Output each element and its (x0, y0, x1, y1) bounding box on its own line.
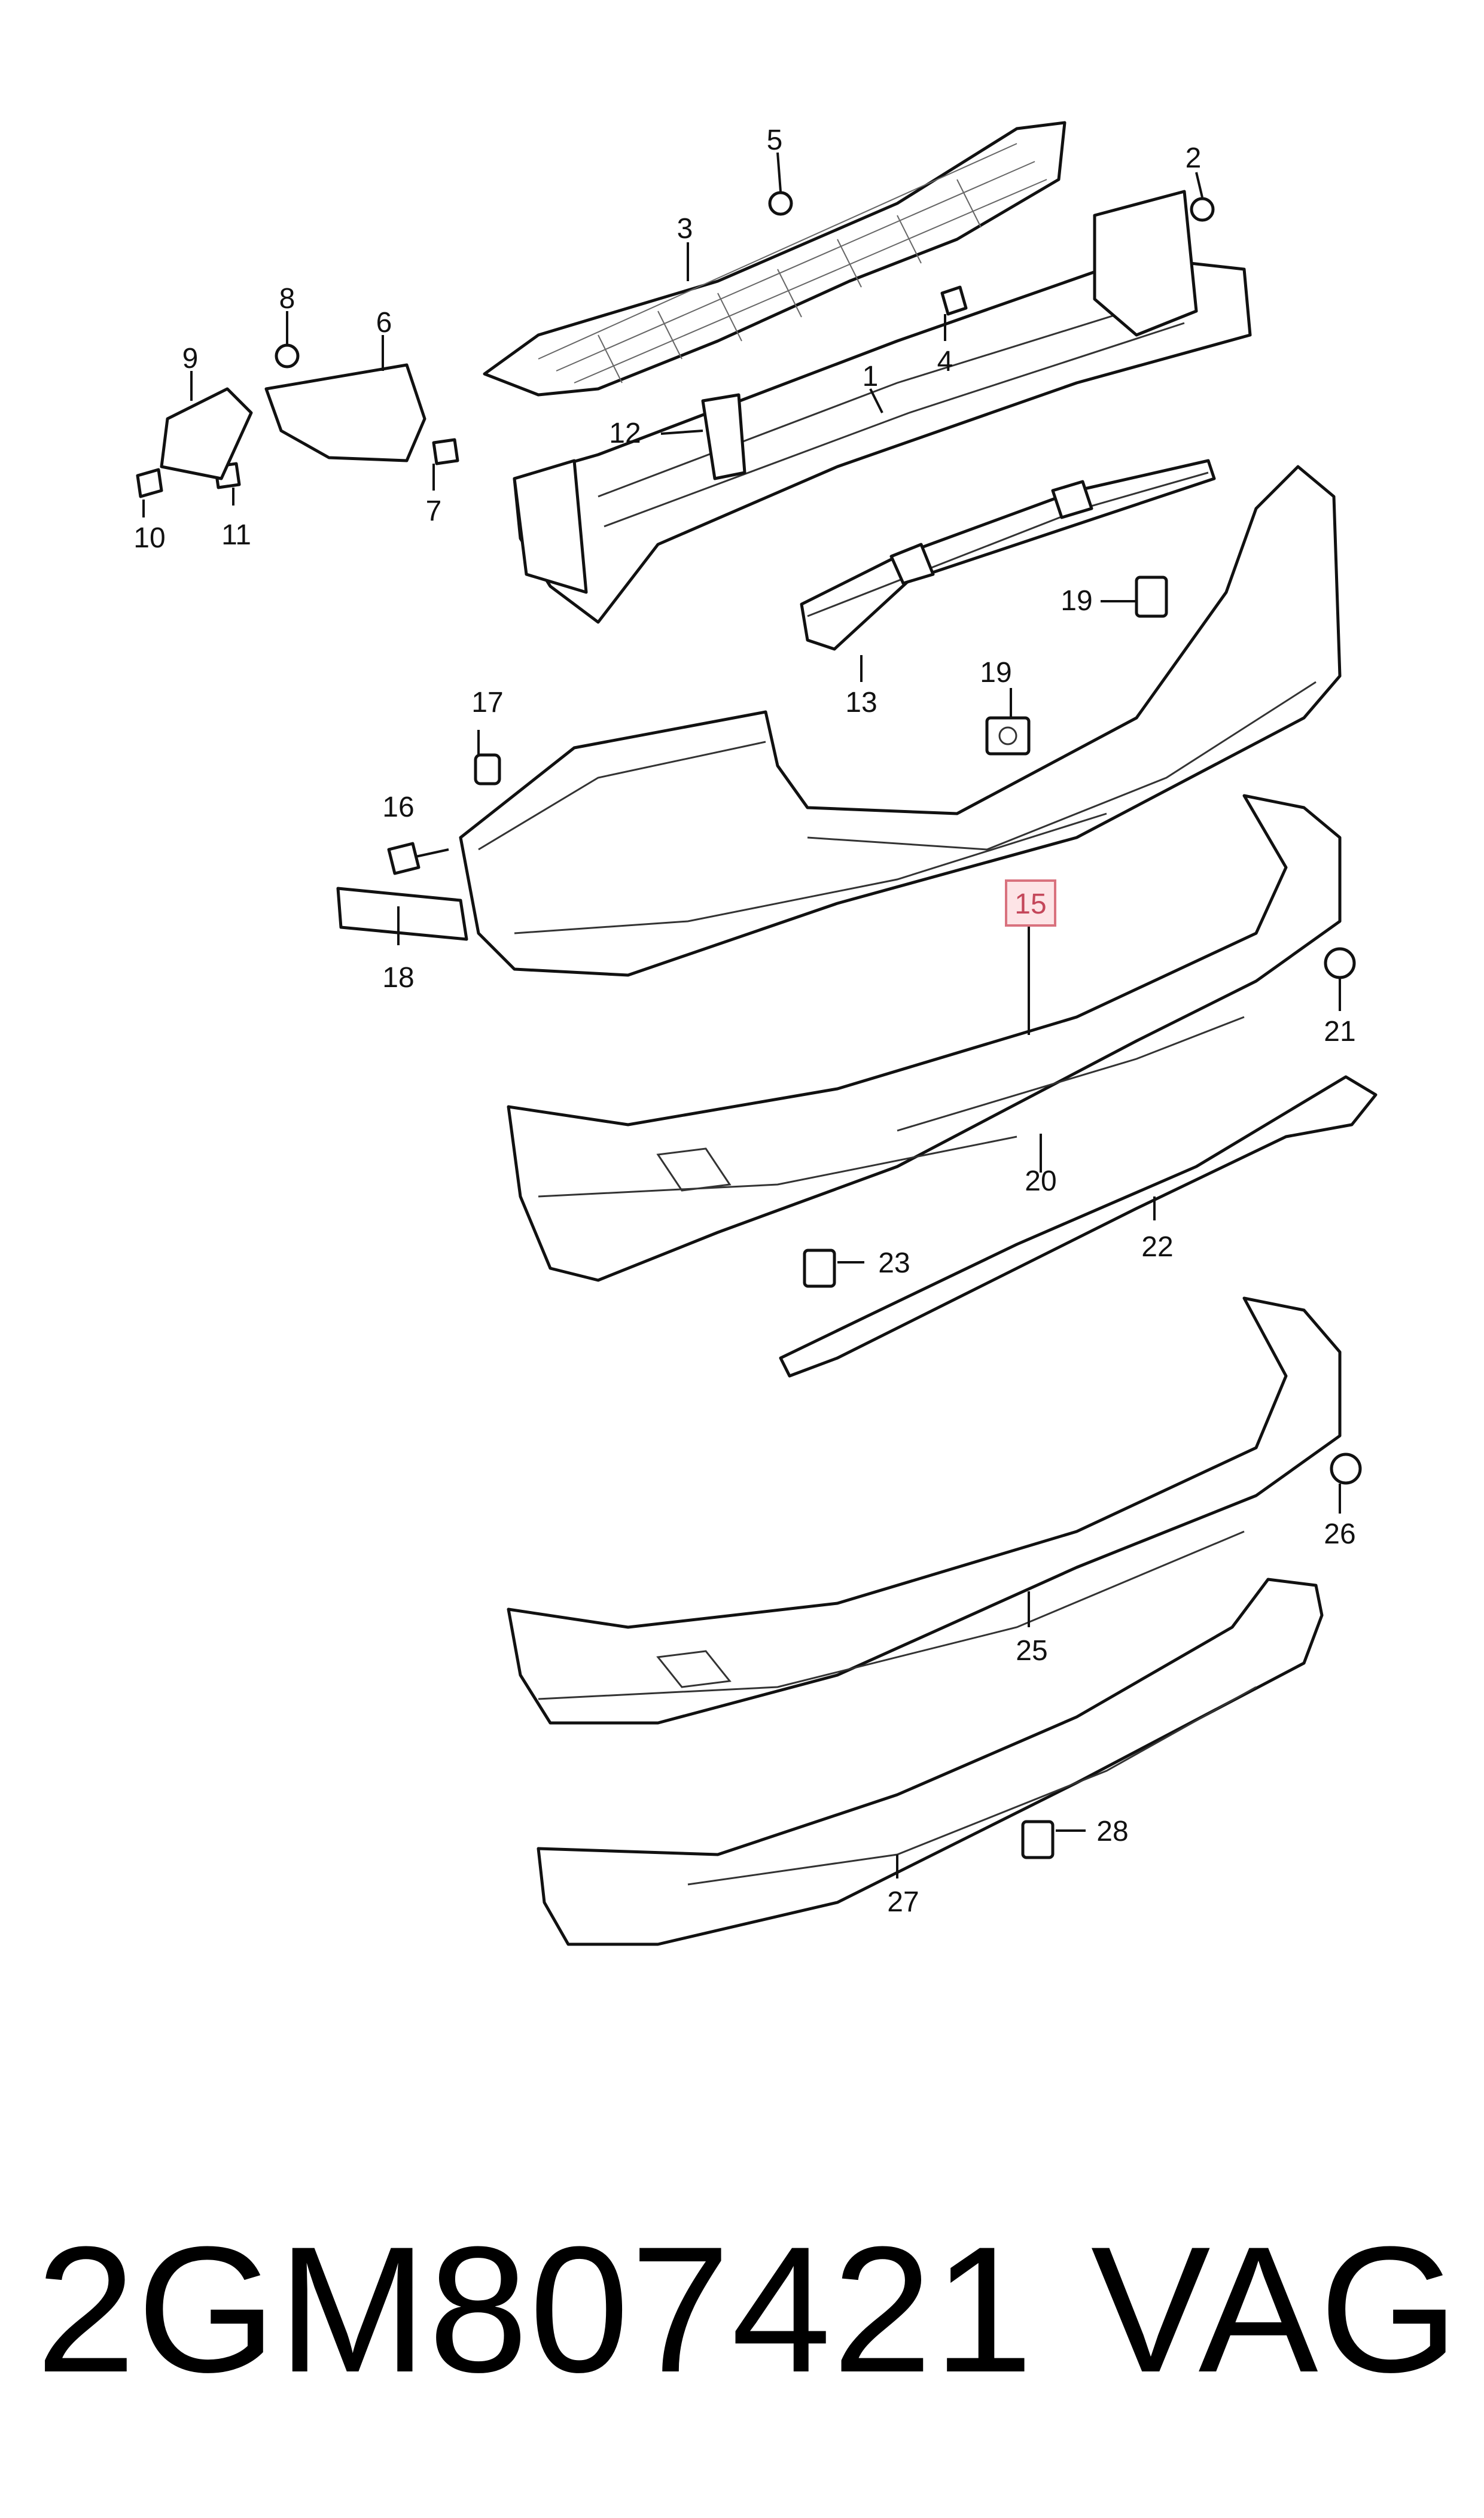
footer: 2GM807421 VAG (0, 2166, 1484, 2453)
tow-eye-cap-26 (1330, 1453, 1362, 1485)
clip-19-upper (1135, 576, 1168, 618)
callout-19-lower: 19 (980, 657, 1011, 689)
energy-absorber-upper (483, 121, 1066, 397)
rear-bumper-cover (459, 465, 1342, 977)
trim-strip (779, 1075, 1378, 1378)
callout-9: 9 (182, 343, 199, 374)
bracket-12 (701, 393, 746, 480)
callout-26: 26 (1324, 1518, 1355, 1550)
bumper-cover-25 (507, 1296, 1342, 1725)
callout-19-upper: 19 (1061, 585, 1092, 617)
part-number: 2GM807421 (36, 2209, 1035, 2410)
clip-17 (474, 753, 501, 785)
clip-23 (803, 1249, 836, 1288)
callout-13: 13 (845, 687, 877, 718)
callout-22: 22 (1141, 1231, 1173, 1263)
callout-2: 2 (1186, 142, 1202, 174)
bracket-6 (264, 363, 426, 462)
clip-28 (1021, 1820, 1055, 1859)
callout-6: 6 (376, 307, 392, 339)
callout-20: 20 (1025, 1165, 1056, 1197)
callout-16: 16 (382, 791, 414, 823)
fasteners-top (136, 191, 1215, 498)
callout-8: 8 (279, 283, 295, 315)
parts-diagram: 1 2 3 4 5 6 7 8 9 10 11 12 13 15 16 17 1… (133, 121, 1378, 1946)
callout-25: 25 (1016, 1635, 1047, 1667)
highlighted-callout-15: 15 (1005, 879, 1056, 927)
lower-diffuser (537, 1578, 1324, 1946)
callout-7: 7 (426, 495, 442, 527)
callout-labels: 1 2 3 4 5 6 7 8 9 10 11 12 13 15 16 17 1… (133, 124, 1355, 1918)
svg-text:15: 15 (1014, 888, 1046, 920)
tow-eye-cap-21 (1324, 947, 1356, 979)
callout-17: 17 (471, 687, 503, 718)
callout-23: 23 (878, 1247, 910, 1279)
callout-11: 11 (221, 519, 251, 551)
impact-absorber (800, 459, 1216, 651)
callout-5: 5 (767, 124, 783, 156)
bumper-carrier (513, 190, 1252, 624)
callout-28: 28 (1096, 1816, 1128, 1847)
callout-27: 27 (887, 1886, 919, 1918)
callout-1: 1 (863, 361, 879, 392)
callout-18: 18 (382, 962, 414, 994)
clip-19-lower (985, 716, 1031, 756)
brand-name: VAG (1090, 2209, 1460, 2410)
reflector (336, 887, 468, 941)
callout-3: 3 (677, 213, 693, 245)
callout-4: 4 (937, 346, 953, 377)
callout-21: 21 (1324, 1016, 1355, 1048)
callout-10: 10 (133, 522, 165, 554)
bracket-9 (160, 387, 253, 480)
callout-12: 12 (609, 418, 641, 449)
screw-16 (387, 842, 449, 875)
bumper-cover-20 (507, 794, 1342, 1282)
